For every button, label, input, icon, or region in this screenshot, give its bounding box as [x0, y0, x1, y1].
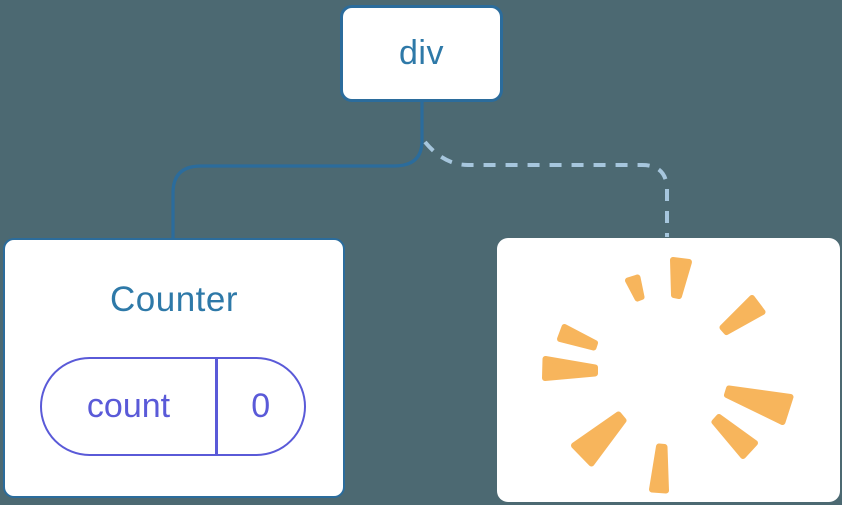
poof-ray	[670, 257, 692, 299]
root-node-label: div	[399, 34, 444, 72]
poof-ray	[571, 411, 627, 467]
poof-ray	[625, 274, 645, 302]
dashed-edge-to-removed	[423, 140, 669, 237]
poof-ray	[557, 324, 598, 351]
poof-ray	[711, 414, 758, 459]
state-pill-value: 0	[251, 387, 271, 425]
poof-starburst-icon	[542, 257, 794, 494]
poof-ray	[649, 443, 669, 494]
root-node-div: div	[340, 5, 503, 102]
state-pill-divider	[215, 359, 218, 454]
state-pill-key: count	[86, 387, 171, 425]
counter-node-title: Counter	[109, 280, 239, 319]
poof-ray	[542, 356, 598, 381]
counter-node: Counter count 0	[3, 238, 345, 498]
poof-ray	[719, 295, 766, 335]
poof-ray	[724, 385, 794, 425]
solid-edge-to-counter	[171, 100, 424, 238]
state-pill: count 0	[40, 357, 306, 456]
removed-node	[497, 238, 840, 502]
